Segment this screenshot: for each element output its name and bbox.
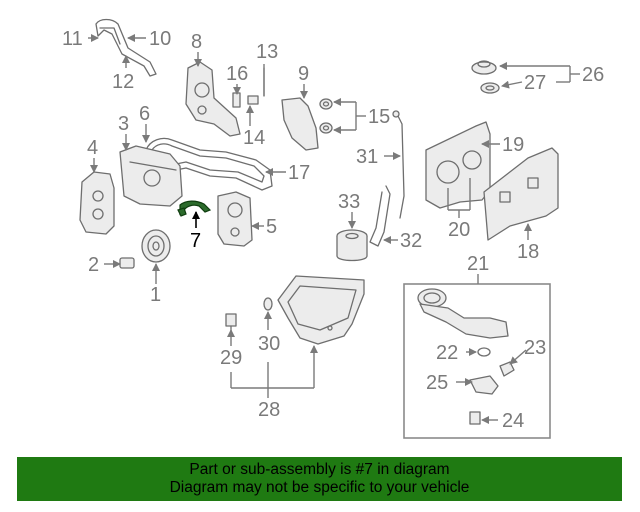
callout-6: 6 <box>139 103 150 125</box>
pulley-bolt-part <box>119 257 135 269</box>
banner-line-1: Part or sub-assembly is #7 in diagram <box>189 461 450 478</box>
callout-3: 3 <box>118 113 129 135</box>
callout-19: 19 <box>502 134 524 156</box>
cover-5-part <box>217 191 253 247</box>
callout-16: 16 <box>226 63 248 85</box>
stud-13-part <box>247 67 265 105</box>
callout-11: 11 <box>62 28 83 50</box>
seals-15-part <box>319 98 333 134</box>
callout-21: 21 <box>467 253 489 275</box>
timing-plate-part <box>425 121 491 209</box>
timing-cover-center-part <box>119 145 183 207</box>
callout-8: 8 <box>191 31 202 53</box>
callout-14: 14 <box>243 127 265 149</box>
callout-4: 4 <box>87 137 98 159</box>
callout-2: 2 <box>88 254 99 276</box>
crank-pulley-part <box>141 229 171 263</box>
callout-20: 20 <box>448 219 470 241</box>
callout-22: 22 <box>436 342 458 364</box>
callout-32: 32 <box>400 230 422 252</box>
callout-labels: 11 10 12 8 16 13 14 9 15 6 3 4 17 7 5 2 … <box>62 28 604 432</box>
callout-28: 28 <box>258 399 280 421</box>
callout-25: 25 <box>426 372 448 394</box>
bolt-16-part <box>232 92 241 108</box>
callout-5: 5 <box>266 216 277 238</box>
cap-seal-part <box>480 82 500 94</box>
washer-30-part <box>263 297 273 311</box>
oil-strainer-box <box>403 283 551 439</box>
timing-belt-part <box>145 137 273 191</box>
timing-cover-gasket-part <box>95 18 157 77</box>
callout-9: 9 <box>298 63 309 85</box>
callout-31: 31 <box>356 146 378 168</box>
oil-pan-part <box>277 275 365 345</box>
filler-cap-part <box>471 60 497 75</box>
callout-29: 29 <box>220 347 242 369</box>
callout-18: 18 <box>517 241 539 263</box>
callout-1: 1 <box>150 284 161 306</box>
callout-26: 26 <box>582 64 604 86</box>
dipstick-tube-part <box>369 185 391 247</box>
callout-23: 23 <box>524 337 546 359</box>
callout-15: 15 <box>368 106 390 128</box>
callout-30: 30 <box>258 333 280 355</box>
highlighted-part-7 <box>177 200 212 217</box>
callout-33: 33 <box>338 191 360 213</box>
timing-belt-cover-left-part <box>185 61 241 137</box>
leader-lines <box>88 34 580 424</box>
cover-4-part <box>79 171 115 235</box>
dipstick-part <box>392 110 405 219</box>
callout-17: 17 <box>288 162 310 184</box>
valve-cover-part <box>483 147 559 241</box>
callout-24: 24 <box>502 410 524 432</box>
banner-line-2: Diagram may not be specific to your vehi… <box>169 479 470 496</box>
oil-filter-part <box>336 229 368 262</box>
callout-7: 7 <box>190 230 201 252</box>
callout-10: 10 <box>149 28 171 50</box>
info-banner: Part or sub-assembly is #7 in diagram Di… <box>17 457 622 501</box>
timing-cover-right-part <box>281 97 319 151</box>
callout-12: 12 <box>112 71 134 93</box>
callout-27: 27 <box>524 72 546 94</box>
callout-13: 13 <box>256 41 278 63</box>
